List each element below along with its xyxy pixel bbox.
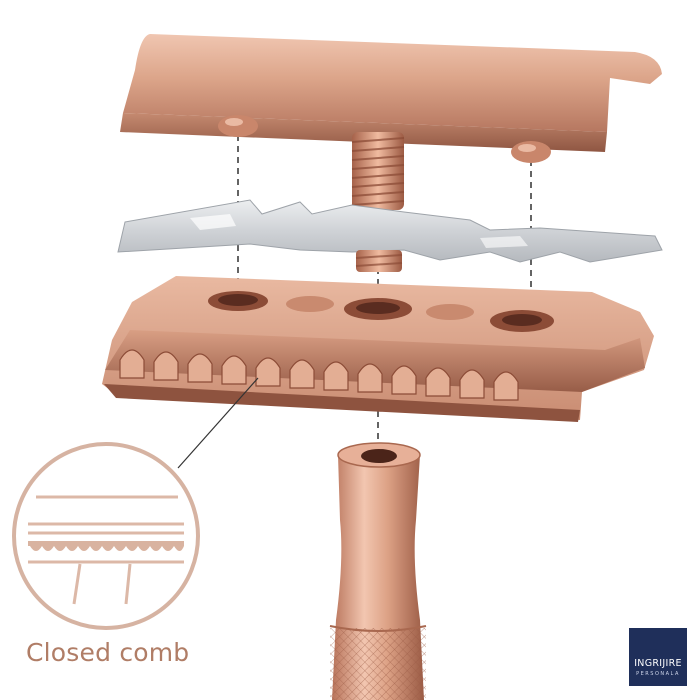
screw-thread-lower [355,250,403,272]
brand-logo: INGRIJIRE PERSONALA [629,628,687,686]
brand-logo-subtitle: PERSONALA [636,671,680,677]
screw-post [351,132,405,210]
handle-threaded-hole [361,449,397,463]
razor-blade [117,199,663,263]
closed-comb-caption: Closed comb [26,638,190,667]
callout-pointer [177,377,259,469]
cap-pin-left [218,115,258,137]
base-plate [102,276,654,422]
closed-comb-teeth [119,349,519,401]
brand-logo-word: INGRIJIRE [634,658,682,669]
closed-comb-detail-circle [12,442,200,630]
razor-handle [329,442,427,700]
cap-pin-right [511,141,551,163]
